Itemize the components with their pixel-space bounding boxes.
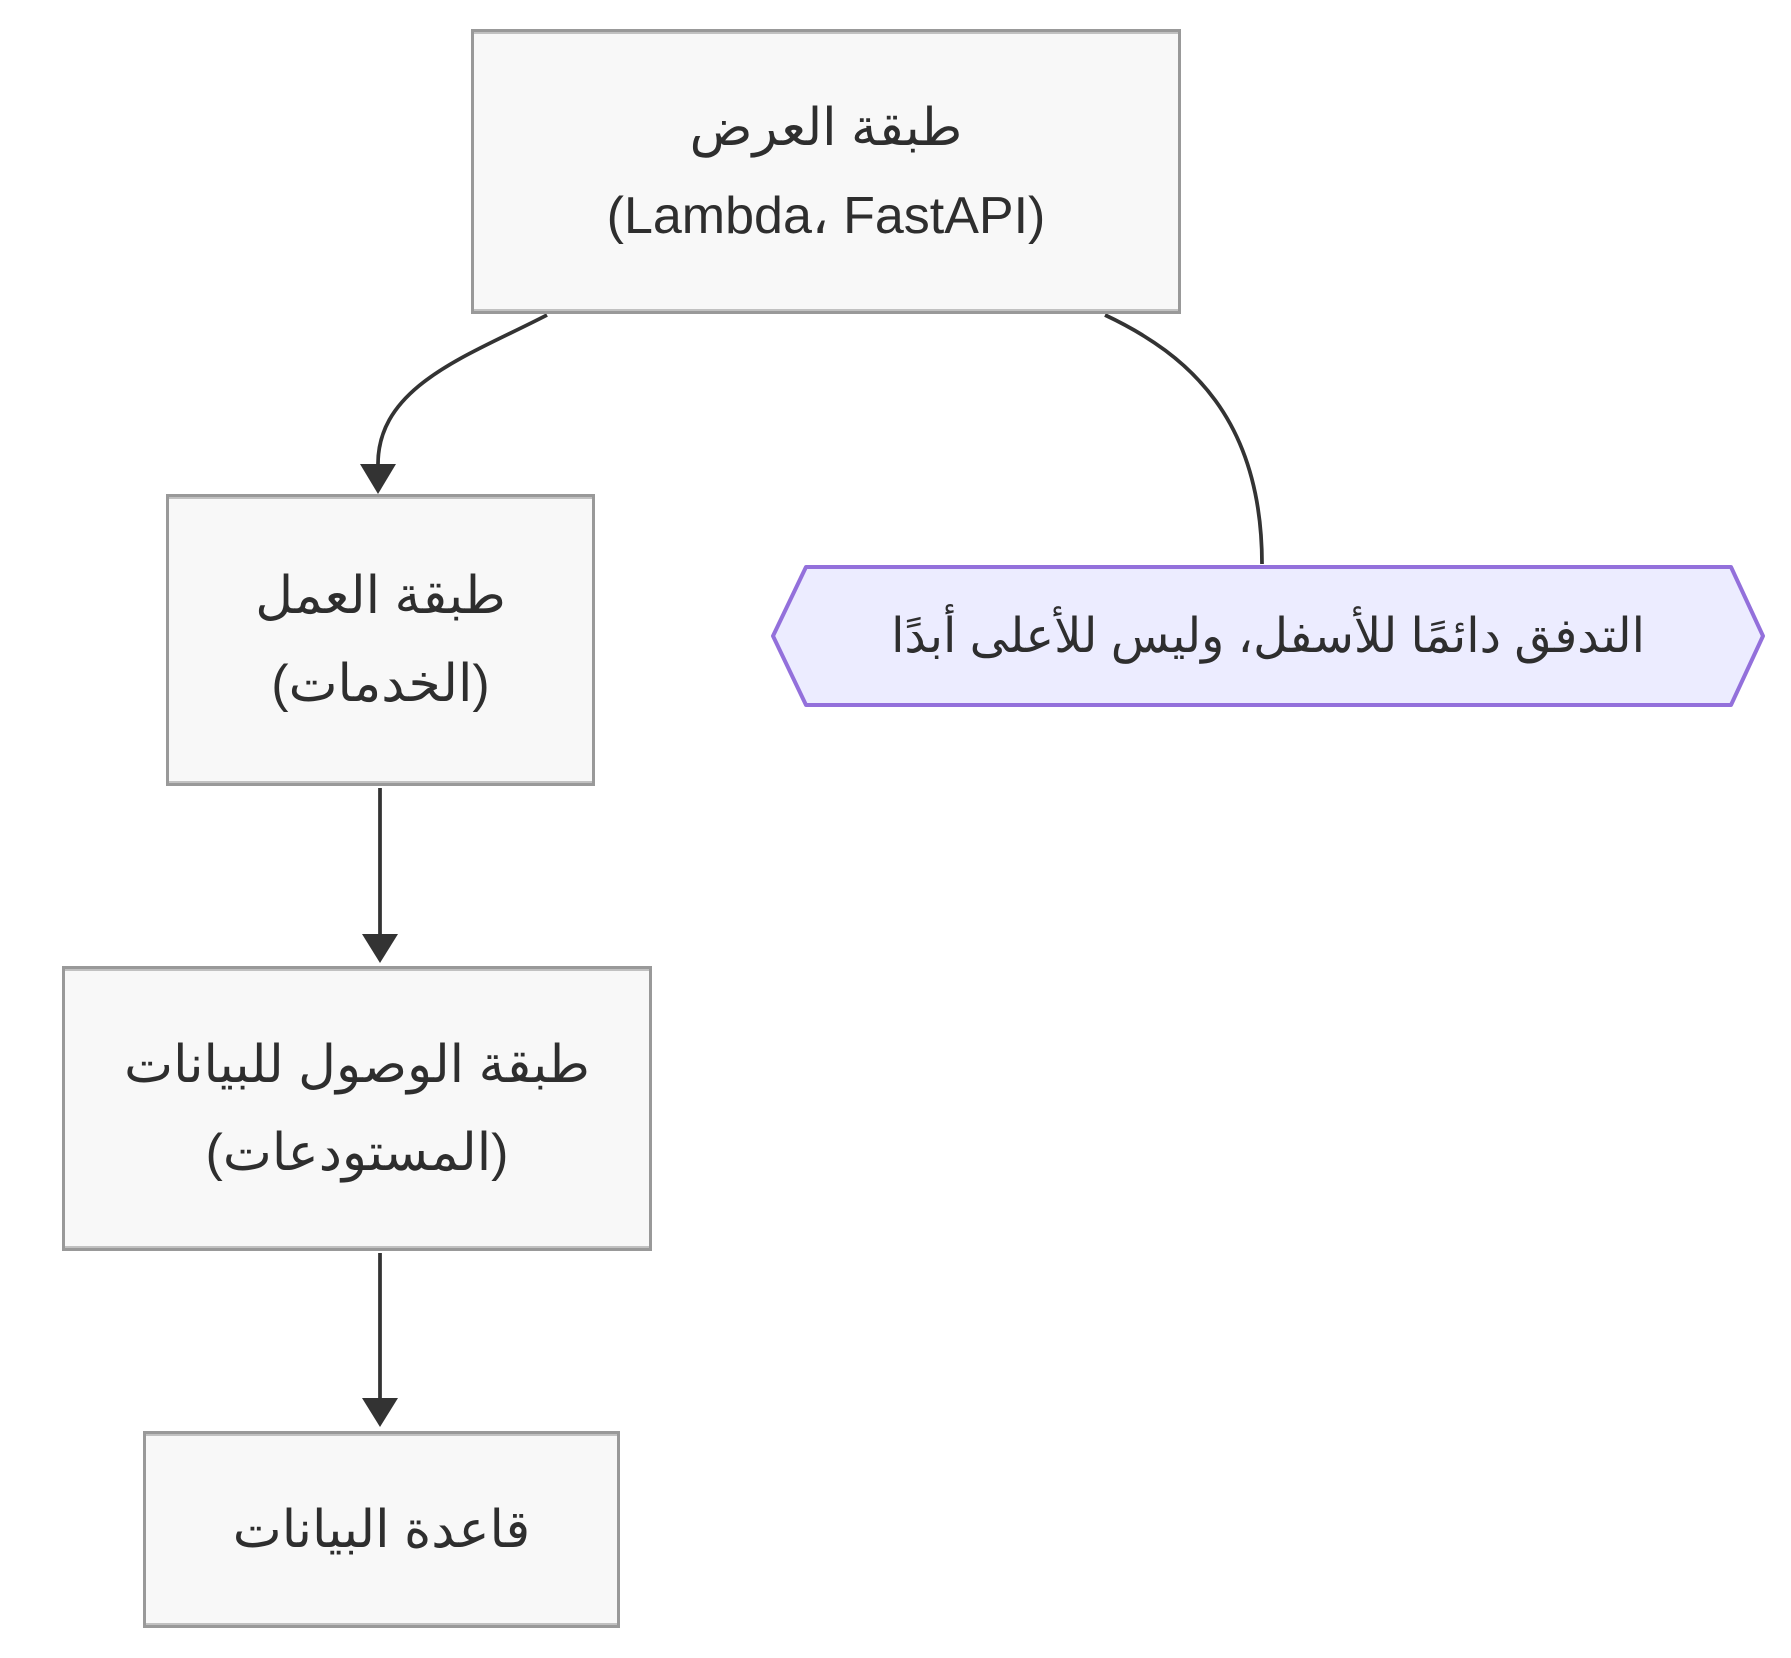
node-presentation-layer: طبقة العرض (Lambda، FastAPI): [471, 29, 1181, 314]
node-label-line: (المستودعات): [205, 1123, 509, 1182]
node-business-layer: طبقة العمل (الخدمات): [166, 494, 595, 786]
node-label-line: طبقة العمل: [255, 567, 506, 625]
node-data-access-layer-label: طبقة الوصول للبيانات (المستودعات): [65, 1021, 649, 1197]
edge-presentation-to-business-arrowhead: [360, 464, 396, 494]
edge-presentation-to-business: [376, 313, 548, 465]
note-hexagon-shape: [771, 565, 1765, 707]
node-database-label: قاعدة البيانات: [146, 1486, 617, 1574]
node-label-line: قاعدة البيانات: [232, 1500, 531, 1559]
edge-business-to-data-access-arrowhead: [362, 934, 398, 963]
edge-presentation-to-note: [1104, 313, 1264, 565]
node-label-line: (الخدمات): [271, 655, 490, 713]
node-label-line: طبقة العرض: [689, 98, 963, 157]
node-presentation-layer-label: طبقة العرض (Lambda، FastAPI): [474, 84, 1178, 260]
node-label-line: (Lambda، FastAPI): [606, 186, 1046, 245]
node-label-line: طبقة الوصول للبيانات: [124, 1035, 590, 1094]
node-data-access-layer: طبقة الوصول للبيانات (المستودعات): [62, 966, 652, 1251]
node-business-layer-label: طبقة العمل (الخدمات): [169, 552, 592, 728]
node-database: قاعدة البيانات: [143, 1431, 620, 1628]
edge-data-access-to-database-arrowhead: [362, 1398, 398, 1427]
